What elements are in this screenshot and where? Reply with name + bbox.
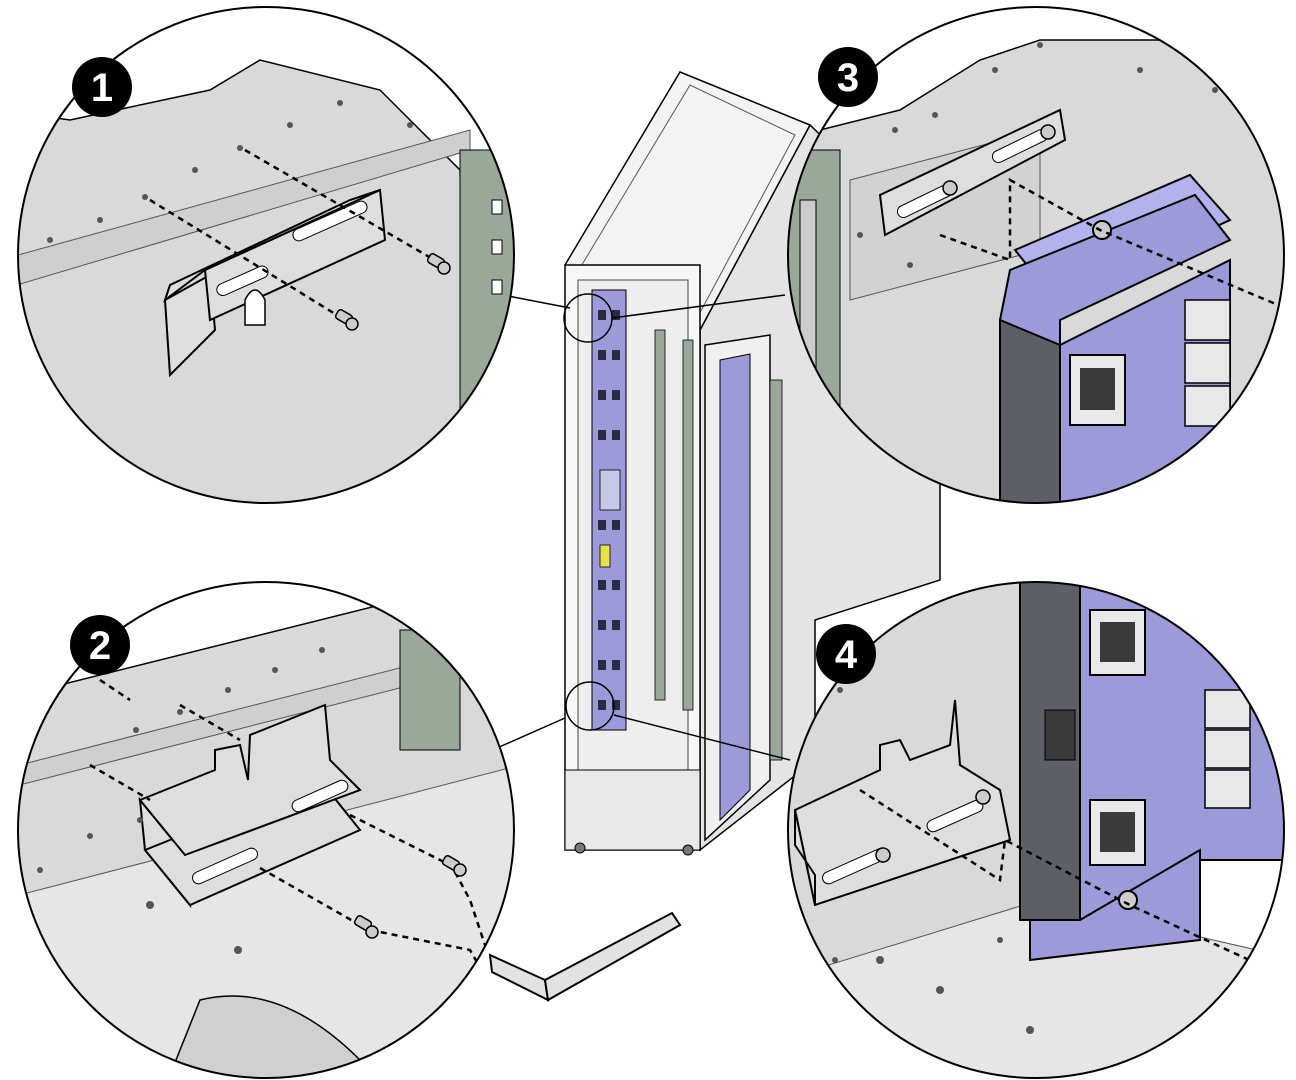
step-number-4: 4 bbox=[835, 633, 858, 677]
step-number-2: 2 bbox=[89, 624, 111, 668]
pdu-unit bbox=[999, 173, 1232, 503]
detail-callout-1: 1 bbox=[17, 6, 515, 504]
detail-callout-4: 4 bbox=[787, 581, 1285, 1079]
bracket bbox=[793, 699, 1012, 907]
hex-key-tool bbox=[488, 911, 682, 1002]
screw bbox=[353, 855, 467, 939]
screw bbox=[334, 253, 451, 331]
step-number-1: 1 bbox=[91, 66, 113, 110]
detail-callout-3: 3 bbox=[787, 6, 1285, 504]
step-number-3: 3 bbox=[837, 56, 859, 100]
detail-callout-2: 2 bbox=[17, 581, 682, 1079]
leader-lines bbox=[496, 294, 791, 761]
